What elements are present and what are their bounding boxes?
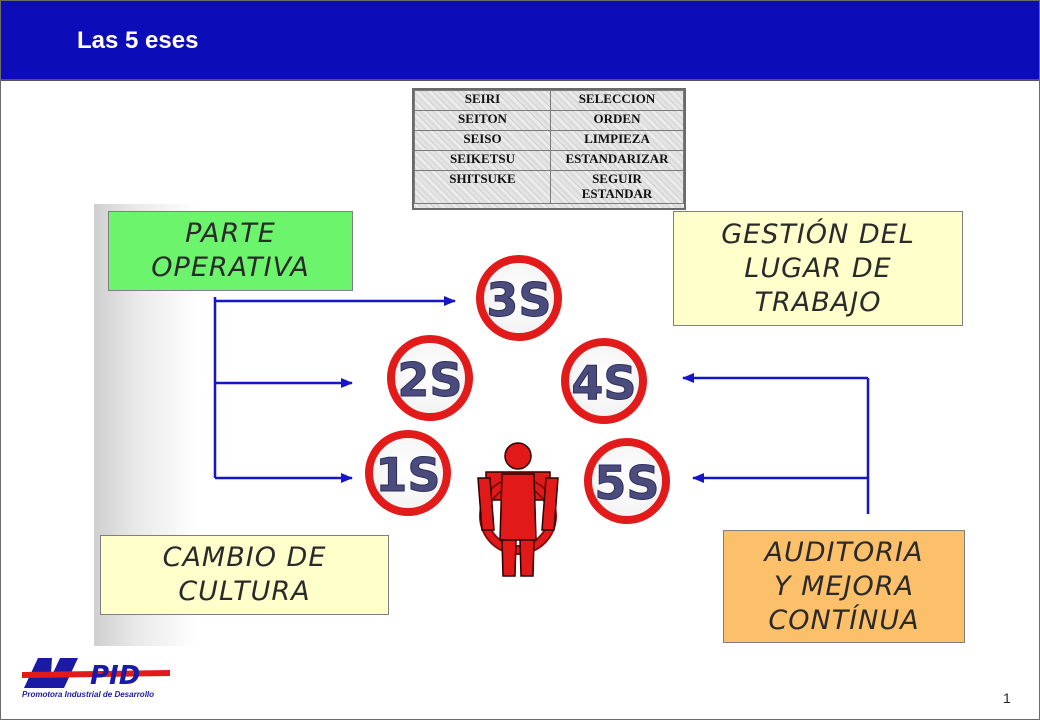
circle-label: 1S: [375, 448, 440, 502]
circle-2s: 2S: [387, 335, 473, 421]
box-line: Y MEJORA: [774, 570, 914, 602]
pid-logo: PID: [22, 658, 170, 691]
right-connectors: [682, 373, 870, 514]
table-cell: SEGUIR ESTANDAR: [550, 170, 684, 204]
title-bar: Las 5 eses: [1, 1, 1039, 79]
page-number: 1: [1003, 690, 1011, 706]
table-row: SEITON ORDEN: [414, 110, 684, 131]
circle-label: 4S: [571, 356, 636, 410]
logo-mark: PID: [90, 661, 140, 691]
box-line: GESTIÓN DEL: [721, 218, 915, 250]
left-connectors: [213, 296, 456, 483]
gestion-lugar-box: GESTIÓN DEL LUGAR DE TRABAJO: [673, 211, 963, 326]
box-line: OPERATIVA: [151, 252, 310, 283]
table-cell: SEITON: [414, 110, 551, 131]
table-cell: ORDEN: [550, 110, 684, 131]
table-cell: SHITSUKE: [414, 170, 551, 204]
circle-1s: 1S: [365, 430, 451, 516]
table-row: SHITSUKE SEGUIR ESTANDAR: [414, 170, 684, 204]
box-line: AUDITORIA: [764, 536, 924, 568]
circle-label: 3S: [486, 273, 551, 327]
five-s-table: SEIRI SELECCION SEITON ORDEN SEISO LIMPI…: [412, 88, 686, 210]
box-line: LUGAR DE: [744, 252, 892, 284]
table-cell: SELECCION: [550, 90, 684, 111]
table-cell: ESTANDARIZAR: [550, 150, 684, 171]
auditoria-mejora-box: AUDITORIA Y MEJORA CONTÍNUA: [723, 530, 965, 643]
circle-label: 5S: [594, 456, 659, 510]
parte-operativa-box: PARTE OPERATIVA: [108, 211, 353, 291]
cambio-cultura-box: CAMBIO DE CULTURA: [100, 535, 389, 615]
circle-5s: 5S: [584, 438, 670, 524]
box-line: CONTÍNUA: [768, 604, 920, 636]
title-divider: [1, 79, 1039, 81]
table-row: SEIRI SELECCION: [414, 90, 684, 111]
person-icon: [477, 442, 559, 577]
table-row: SEIKETSU ESTANDARIZAR: [414, 150, 684, 171]
table-row: SEISO LIMPIEZA: [414, 130, 684, 151]
table-cell: SEISO: [414, 130, 551, 151]
box-line: CULTURA: [178, 576, 311, 607]
slide-title: Las 5 eses: [77, 27, 199, 54]
box-line: PARTE: [185, 218, 276, 249]
box-line: CAMBIO DE: [162, 542, 327, 573]
circle-4s: 4S: [561, 338, 647, 424]
table-cell: SEIKETSU: [414, 150, 551, 171]
circle-3s: 3S: [476, 255, 562, 341]
logo-subtitle: Promotora Industrial de Desarrollo: [22, 690, 155, 699]
box-line: TRABAJO: [754, 286, 882, 318]
pid-logo-icon: PID: [22, 658, 170, 691]
circle-label: 2S: [397, 353, 462, 407]
